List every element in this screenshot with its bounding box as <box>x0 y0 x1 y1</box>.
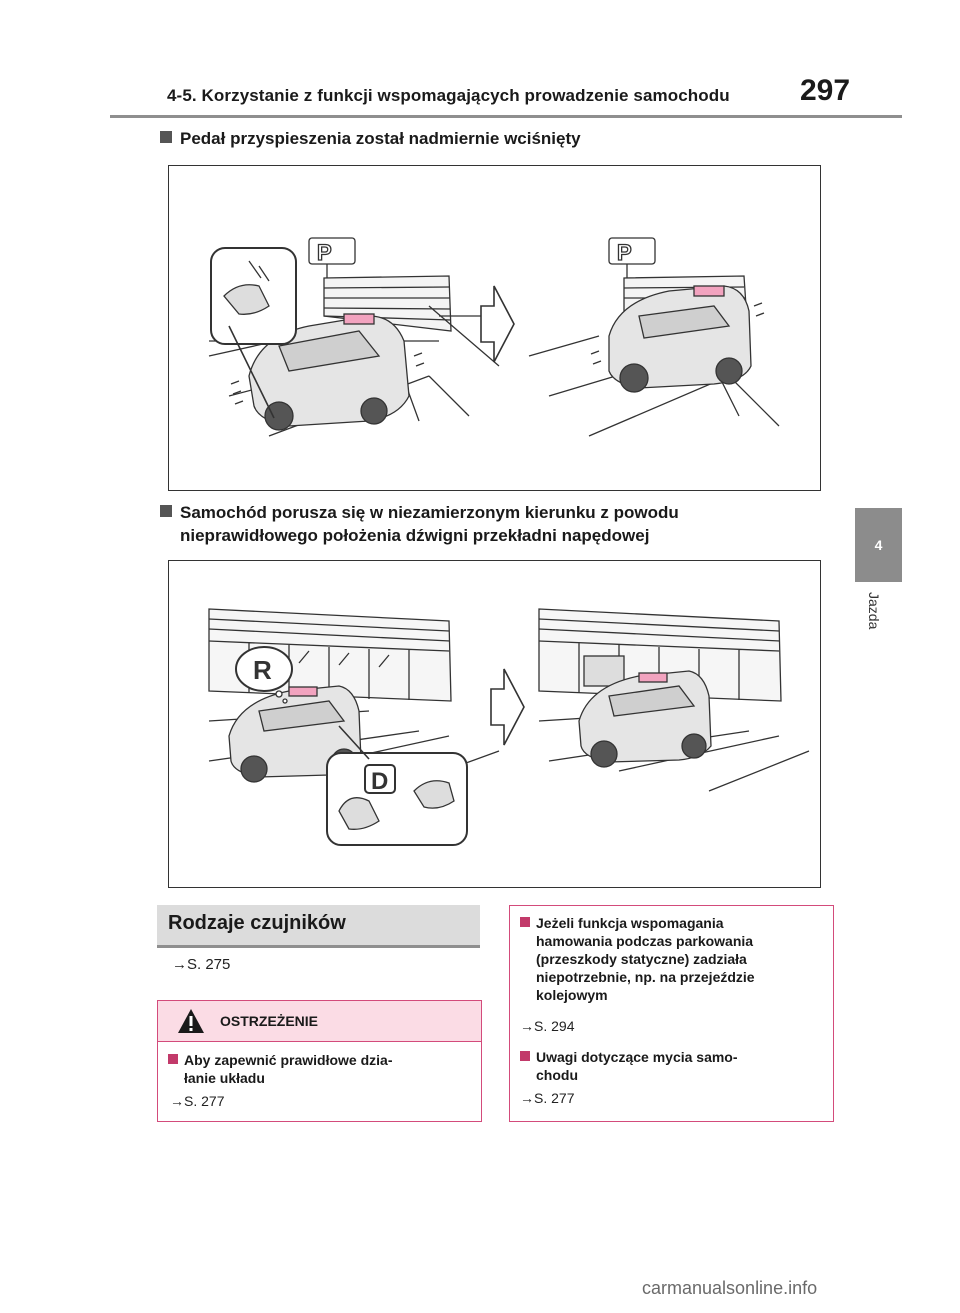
rodzaje-title: Rodzaje czujników <box>168 912 346 934</box>
illustration-gear-position: R D <box>168 560 821 888</box>
chapter-label: Jazda <box>866 592 882 630</box>
illustration-accelerator: P P <box>168 165 821 491</box>
bullet-square-icon <box>160 131 172 143</box>
watermark: carmanualsonline.info <box>642 1278 818 1298</box>
note2-page-link[interactable]: →S. 277 <box>520 1090 575 1106</box>
rodzaje-heading-box: Rodzaje czujników <box>157 905 480 948</box>
note-item-false-activation: Jeżeli funkcja wspomagania hamowania pod… <box>520 914 755 1004</box>
gear-scene-svg: R D <box>208 608 810 846</box>
note-item-washing: Uwagi dotyczące mycia samo- chodu <box>520 1048 738 1084</box>
bullet-square-icon <box>520 917 530 927</box>
chapter-tab[interactable]: 4 <box>855 508 902 582</box>
arrow-right-icon: → <box>520 1090 534 1106</box>
bullet-square-icon <box>160 505 172 517</box>
accelerator-scene-svg: P P <box>208 237 780 437</box>
section-heading-accelerator: Pedał przyspieszenia został nadmiernie w… <box>160 127 581 150</box>
rodzaje-page-link[interactable]: →S. 275 <box>172 956 231 973</box>
gear-r-label: R <box>253 655 272 685</box>
warning-page-link[interactable]: →S. 277 <box>170 1093 225 1109</box>
notes-box: Jeżeli funkcja wspomagania hamowania pod… <box>509 905 834 1122</box>
arrow-right-icon: → <box>170 1093 184 1109</box>
page-number: 297 <box>800 74 851 107</box>
warning-triangle-icon <box>178 1009 204 1033</box>
svg-text:P: P <box>617 240 632 265</box>
bullet-square-icon <box>520 1051 530 1061</box>
warning-label: OSTRZEŻENIE <box>220 1013 319 1029</box>
header-title: 4-5. Korzystanie z funkcji wspomagającyc… <box>167 86 730 105</box>
chapter-number: 4 <box>874 537 883 553</box>
warning-item: Aby zapewnić prawidłowe dzia- łanie ukła… <box>168 1051 392 1087</box>
arrow-right-icon: → <box>520 1018 534 1034</box>
bullet-square-icon <box>168 1054 178 1064</box>
svg-text:P: P <box>317 240 332 265</box>
warning-header: OSTRZEŻENIE <box>158 1001 481 1042</box>
arrow-right-icon: → <box>172 956 187 973</box>
section-heading-gear-position: Samochód porusza się w niezamierzonym ki… <box>160 501 679 547</box>
header-rule <box>110 115 902 118</box>
warning-box: OSTRZEŻENIE Aby zapewnić prawidłowe dzia… <box>157 1000 482 1122</box>
note1-page-link[interactable]: →S. 294 <box>520 1018 575 1034</box>
gear-d-label: D <box>371 768 388 795</box>
